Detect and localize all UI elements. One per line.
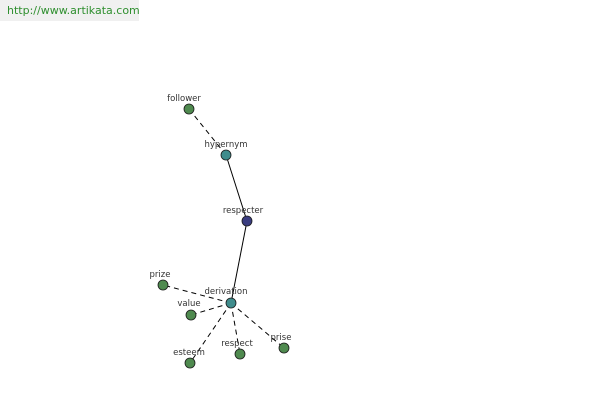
- node-follower[interactable]: follower: [167, 94, 201, 115]
- node-prize[interactable]: prize: [150, 270, 171, 291]
- node-value[interactable]: value: [177, 299, 201, 321]
- node-hypernym-label: hypernym: [204, 140, 247, 150]
- node-hypernym-dot[interactable]: [220, 149, 232, 161]
- edge-derivation-value: [190, 302, 232, 316]
- node-respecter-dot[interactable]: [241, 215, 253, 227]
- edge-hypernym-follower: [188, 108, 227, 156]
- node-esteem[interactable]: esteem: [173, 348, 205, 369]
- edge-derivation-esteem: [189, 302, 232, 364]
- node-respecter-label: respecter: [223, 206, 264, 216]
- node-follower-dot[interactable]: [183, 103, 195, 115]
- edge-respecter-derivation: [230, 220, 248, 304]
- node-respect-dot[interactable]: [234, 348, 246, 360]
- node-esteem-dot[interactable]: [184, 357, 196, 369]
- node-hypernym[interactable]: hypernym: [204, 140, 248, 161]
- node-respecter[interactable]: respecter: [223, 206, 264, 227]
- node-respect[interactable]: respect: [221, 339, 253, 360]
- node-prise-dot[interactable]: [278, 342, 290, 354]
- node-respect-label: respect: [221, 339, 253, 349]
- graph-edges: [162, 108, 285, 364]
- node-value-label: value: [177, 299, 200, 309]
- node-value-dot[interactable]: [185, 309, 197, 321]
- node-prize-label: prize: [150, 270, 171, 280]
- edge-derivation-prise: [230, 302, 285, 349]
- source-link[interactable]: http://www.artikata.com: [7, 4, 140, 17]
- node-prise-label: prise: [271, 333, 292, 343]
- source-banner: http://www.artikata.com: [0, 0, 140, 21]
- edge-respecter-hypernym: [225, 154, 248, 222]
- node-prise[interactable]: prise: [271, 333, 292, 354]
- node-derivation-label: derivation: [204, 287, 247, 297]
- node-follower-label: follower: [167, 94, 201, 104]
- node-esteem-label: esteem: [173, 348, 205, 358]
- edge-derivation-prize: [162, 284, 232, 304]
- node-derivation-dot[interactable]: [225, 297, 237, 309]
- graph-nodes: respecter hypernym derivation follower prize…: [150, 94, 292, 369]
- node-derivation[interactable]: derivation: [204, 287, 248, 309]
- node-prize-dot[interactable]: [157, 279, 169, 291]
